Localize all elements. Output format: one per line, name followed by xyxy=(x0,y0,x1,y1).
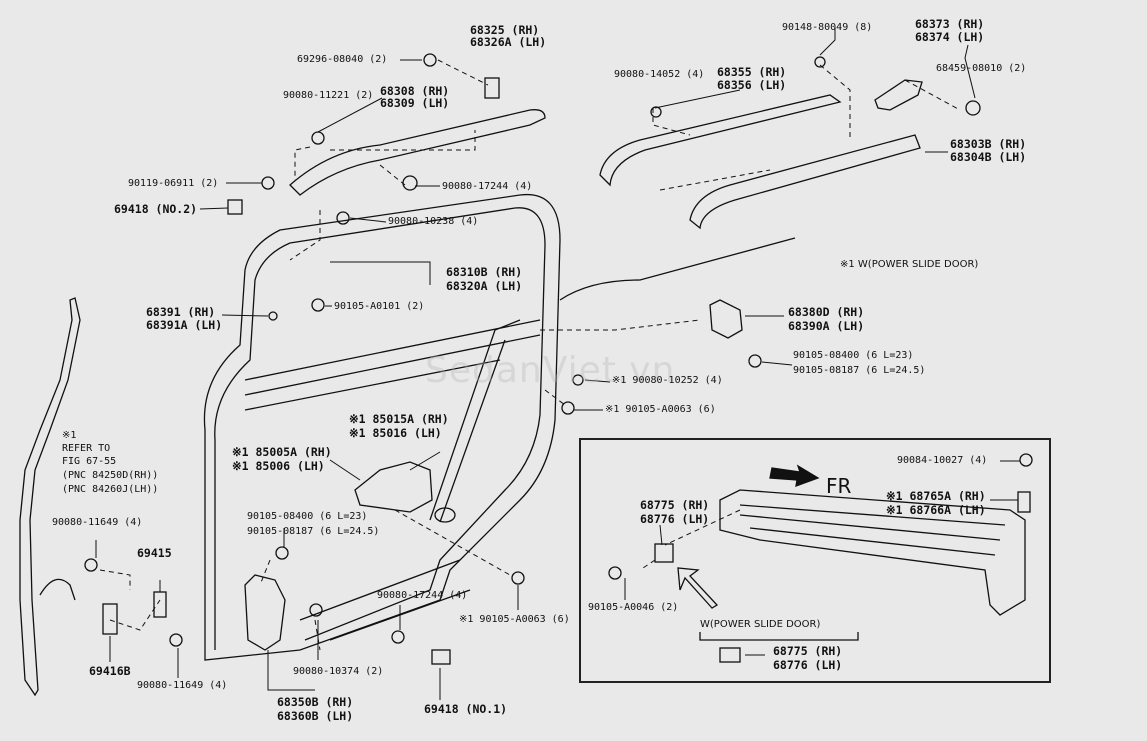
part-label[interactable]: 68320A (LH) xyxy=(446,279,523,293)
center-rail xyxy=(599,94,842,187)
part-label[interactable]: 68309 (LH) xyxy=(380,96,450,110)
refer-mark: ※1 xyxy=(62,430,77,441)
part-label[interactable]: 68310B (RH) xyxy=(446,265,523,279)
part-label[interactable]: 68459-08010 (2) xyxy=(936,63,1027,74)
part-label[interactable]: 69296-08040 (2) xyxy=(297,54,388,65)
part-label[interactable]: 68350B (RH) xyxy=(277,695,354,709)
weatherstrip xyxy=(19,297,81,697)
part-label[interactable]: ※1 90080-10252 (4) xyxy=(612,375,723,386)
part-label[interactable]: 68776 (LH) xyxy=(640,512,710,526)
part-label[interactable]: 69418 (NO.2) xyxy=(114,202,198,216)
part-label[interactable]: 68303B (RH) xyxy=(950,137,1027,151)
lower-roller-assy xyxy=(244,574,286,651)
power-slide-note: ※1 W(POWER SLIDE DOOR) xyxy=(840,259,979,270)
part-label[interactable]: 68380D (RH) xyxy=(788,305,865,319)
part-label[interactable]: 90080-10374 (2) xyxy=(293,666,384,677)
part-label[interactable]: 90080-14052 (4) xyxy=(614,69,705,80)
part-label[interactable]: 68355 (RH) xyxy=(717,65,787,79)
part-label[interactable]: 68373 (RH) xyxy=(915,17,985,31)
part-label[interactable]: 68326A (LH) xyxy=(470,35,547,49)
part-label[interactable]: 69416B xyxy=(89,664,131,678)
part-label[interactable]: ※1 68765A (RH) xyxy=(886,489,986,503)
part-label[interactable]: ※1 85015A (RH) xyxy=(349,412,449,426)
part-label[interactable]: 68356 (LH) xyxy=(717,78,787,92)
hinge-bracket xyxy=(709,299,743,339)
part-label[interactable]: 68308 (RH) xyxy=(380,84,450,98)
part-label[interactable]: ※1 90105-A0063 (6) xyxy=(605,404,716,415)
upper-rail xyxy=(289,109,546,196)
door-frame-inner xyxy=(214,207,546,650)
part-label[interactable]: 90080-11649 (4) xyxy=(52,517,143,528)
fr-label: FR xyxy=(826,474,852,498)
part-label[interactable]: 68360B (LH) xyxy=(277,709,354,723)
fr-arrow xyxy=(769,464,820,487)
part-label[interactable]: 90080-17244 (4) xyxy=(442,181,533,192)
power-slide-inset-box xyxy=(579,438,1051,683)
part-label[interactable]: 68775 (RH) xyxy=(773,644,843,658)
part-label[interactable]: 90105-08187 (6 L=24.5) xyxy=(247,526,380,537)
part-label[interactable]: 90080-11649 (4) xyxy=(137,680,228,691)
part-label[interactable]: 68304B (LH) xyxy=(950,150,1027,164)
part-label[interactable]: ※1 85005A (RH) xyxy=(232,445,332,459)
watermark-text: SedanViet.vn xyxy=(425,350,676,391)
part-label[interactable]: 68391A (LH) xyxy=(146,318,223,332)
part-label[interactable]: 69418 (NO.1) xyxy=(424,702,508,716)
refer-note-line: REFER TO xyxy=(62,443,111,454)
part-label[interactable]: 90105-08400 (6 L=23) xyxy=(793,350,914,361)
part-label[interactable]: ※1 85006 (LH) xyxy=(232,459,325,473)
part-label[interactable]: 90080-11221 (2) xyxy=(283,90,374,101)
part-label[interactable]: ※1 85016 (LH) xyxy=(349,426,442,440)
lower-rail xyxy=(689,134,921,230)
refer-note-line: FIG 67-55 xyxy=(62,456,117,467)
part-label[interactable]: 68776 (LH) xyxy=(773,658,843,672)
part-label[interactable]: 90119-06911 (2) xyxy=(128,178,219,189)
part-label[interactable]: 90105-08400 (6 L=23) xyxy=(247,511,368,522)
refer-note-line: (PNC 84250D(RH)) xyxy=(62,470,159,481)
part-label[interactable]: 90080-17244 (4) xyxy=(377,590,468,601)
part-label[interactable]: 69415 xyxy=(137,546,172,560)
part-label[interactable]: 90105-A0101 (2) xyxy=(334,301,425,312)
door-frame-outline xyxy=(203,193,561,661)
part-label[interactable]: 90080-10238 (4) xyxy=(388,216,479,227)
part-label[interactable]: 68325 (RH) xyxy=(470,23,540,37)
inset-arrow xyxy=(677,567,719,609)
part-label[interactable]: 90148-80049 (8) xyxy=(782,22,873,33)
inset-track xyxy=(719,489,1026,616)
motor-unit xyxy=(354,461,433,513)
part-label[interactable]: ※1 90105-A0063 (6) xyxy=(459,614,570,625)
part-label[interactable]: 68775 (RH) xyxy=(640,498,710,512)
part-label[interactable]: 68390A (LH) xyxy=(788,319,865,333)
part-label[interactable]: 90105-08187 (6 L=24.5) xyxy=(793,365,926,376)
refer-note-line: (PNC 84260J(LH)) xyxy=(62,484,159,495)
part-label[interactable]: 90084-10027 (4) xyxy=(897,455,988,466)
part-label[interactable]: 68374 (LH) xyxy=(915,30,985,44)
part-label[interactable]: 68391 (RH) xyxy=(146,305,216,319)
part-label[interactable]: 90105-A0046 (2) xyxy=(588,602,679,613)
part-label[interactable]: ※1 68766A (LH) xyxy=(886,503,986,517)
slide-cable xyxy=(559,237,796,301)
inset-subtitle: W(POWER SLIDE DOOR) xyxy=(700,619,821,630)
